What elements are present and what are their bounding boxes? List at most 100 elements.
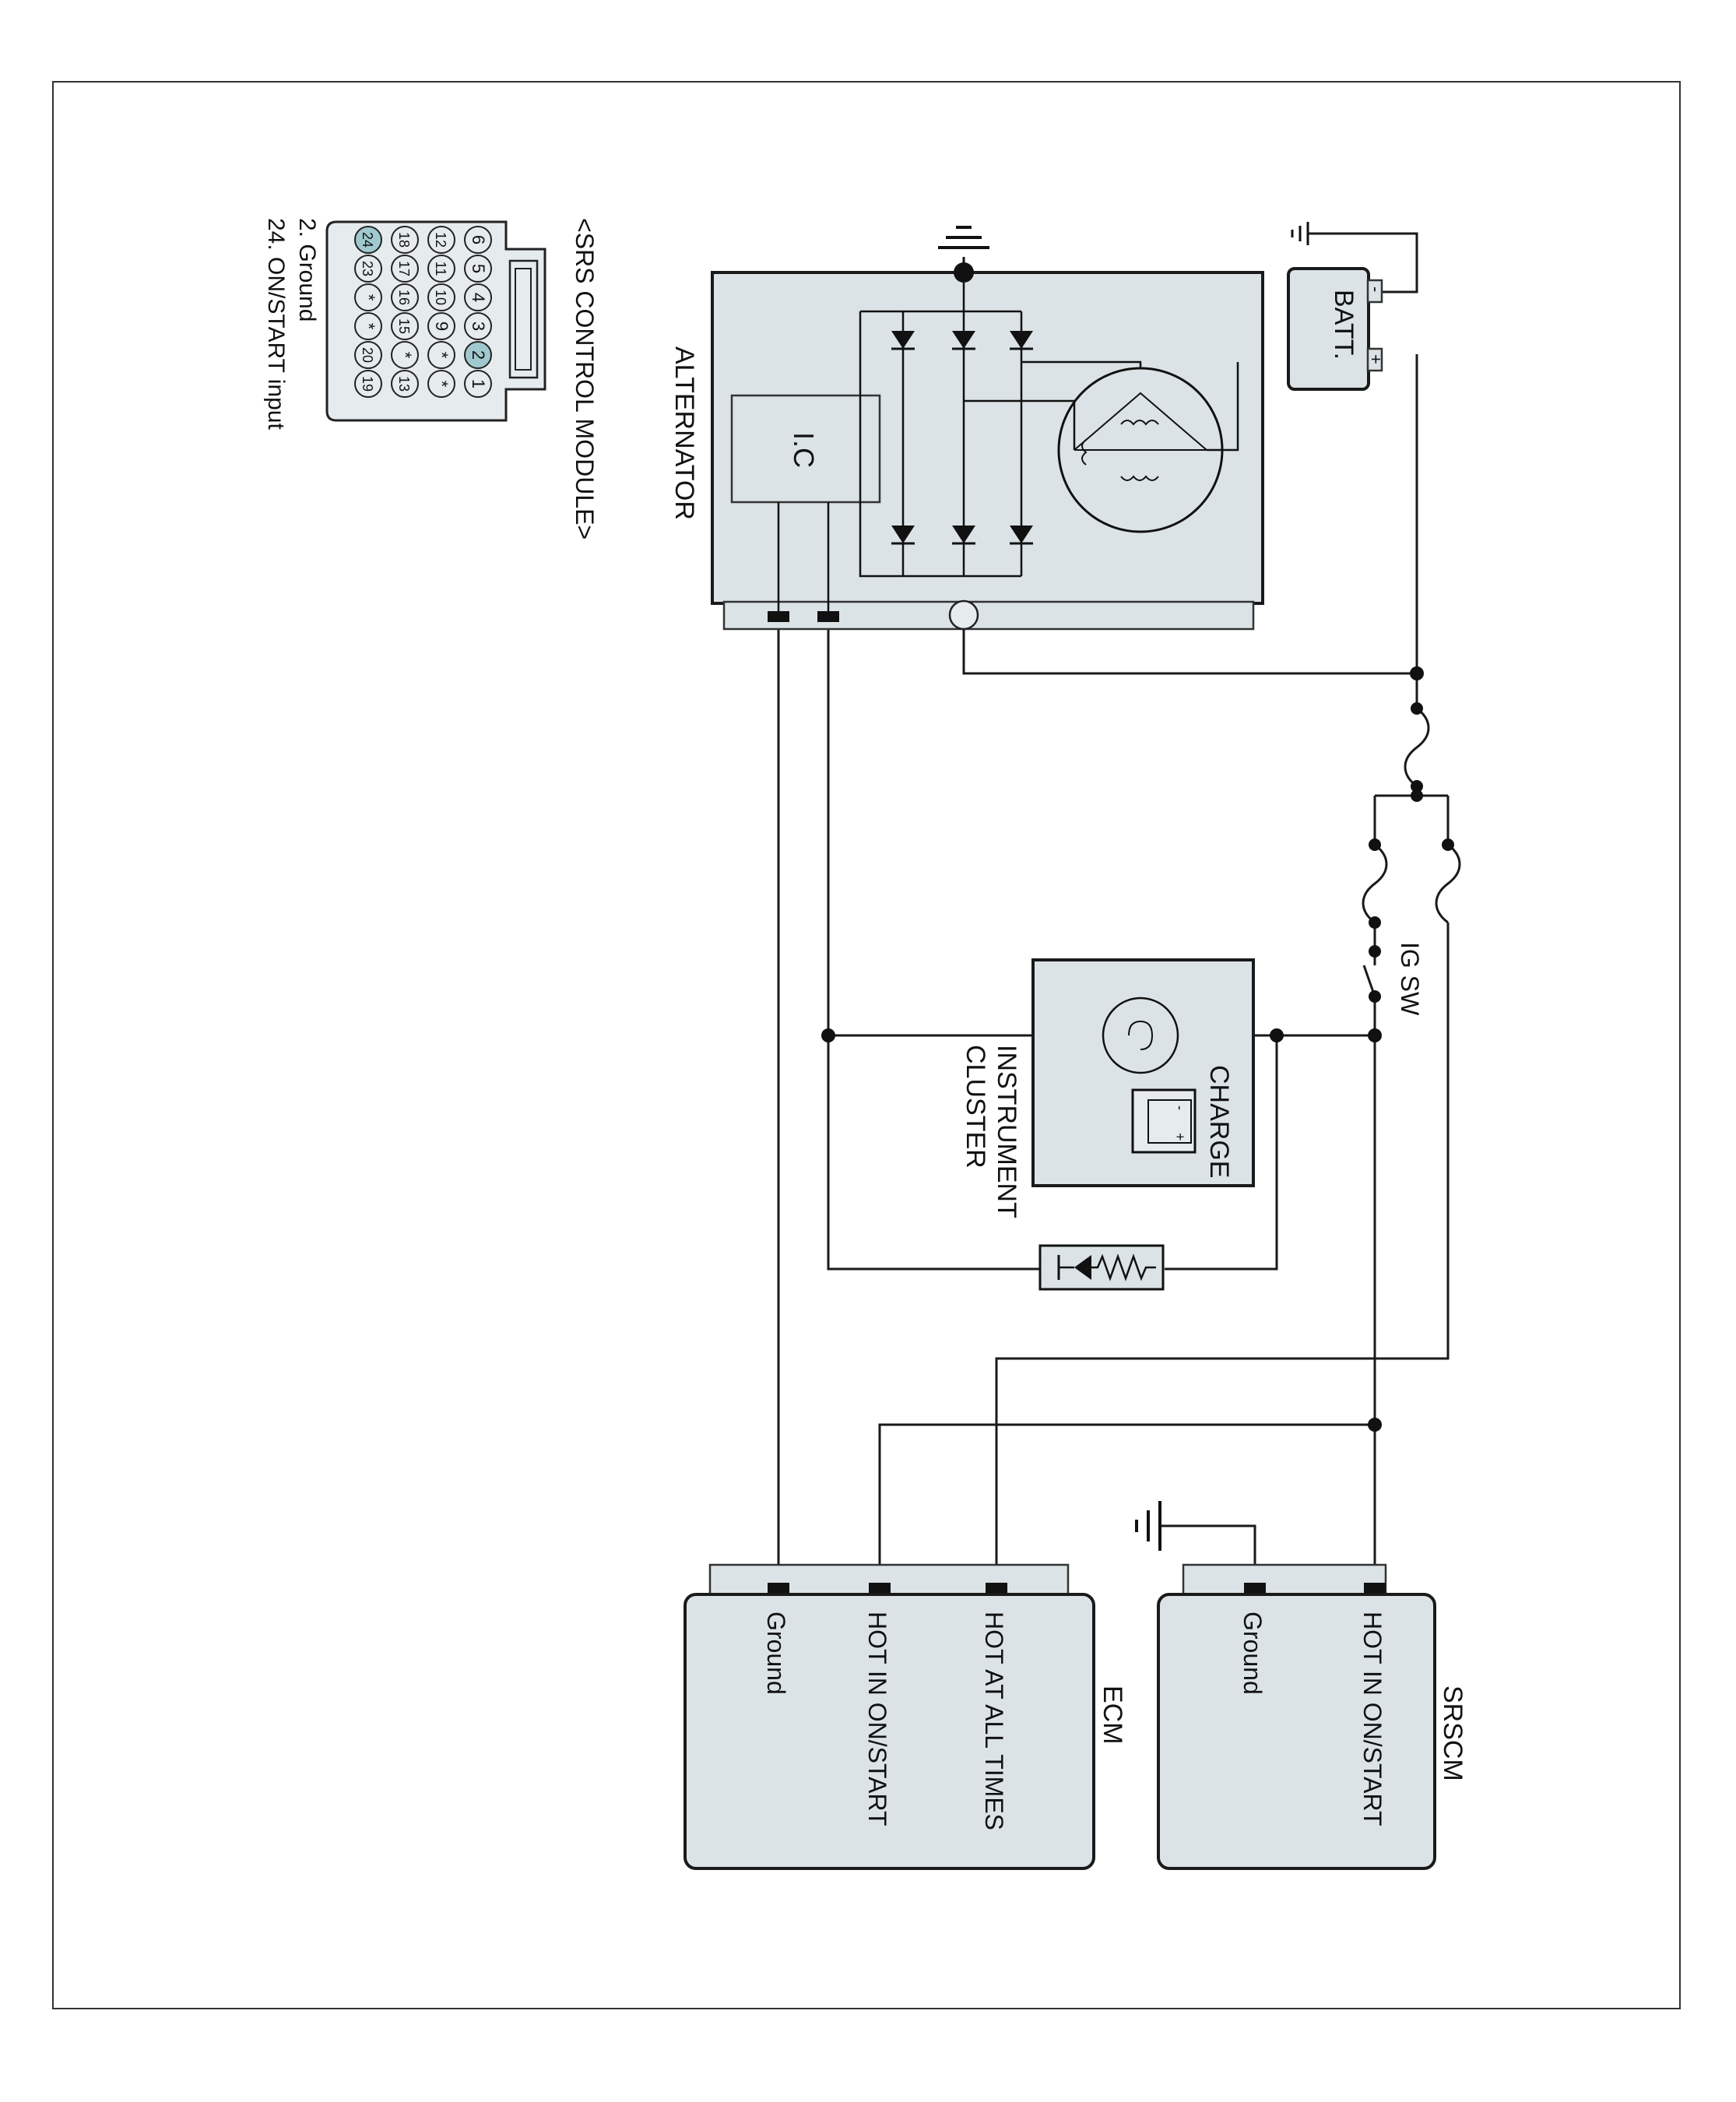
connector-pin — [354, 370, 382, 398]
connector-pin-label: 23 — [360, 261, 375, 276]
connector-pin-label: 10 — [433, 290, 448, 305]
junction-l — [821, 1028, 835, 1042]
battery-pos-post — [1366, 347, 1383, 372]
connector-pin-label: 19 — [360, 376, 375, 392]
battery-body — [1287, 267, 1370, 391]
srscm-terminal-hot — [1364, 1583, 1386, 1595]
alternator-ground-symbol — [938, 226, 989, 249]
connector-pin-label: 13 — [396, 376, 412, 392]
alternator-l-terminal — [817, 611, 839, 622]
ig-switch-label: IG SW — [1396, 942, 1424, 1016]
switch-contact — [1369, 990, 1381, 1003]
alternator-s-terminal — [768, 611, 789, 622]
connector-pin-label: * — [395, 352, 415, 359]
connector-pin-label: 18 — [396, 232, 412, 248]
ecm-pin-hot-on-label: HOT IN ON/START — [863, 1612, 891, 1826]
battery-neg-post — [1366, 279, 1383, 304]
connector-pin — [464, 341, 492, 369]
alternator-label: ALTERNATOR — [669, 346, 699, 520]
instrument-cluster: - + CHARGE INSTRUMENT CLUSTER — [961, 958, 1255, 1218]
connector-pin-label: 15 — [396, 318, 412, 334]
connector-pin — [391, 226, 419, 254]
junction-ig-split — [1368, 1418, 1382, 1432]
fuse-end — [1411, 702, 1423, 715]
connector-pin-label: 12 — [433, 232, 448, 248]
battery: - + BATT. — [1287, 222, 1386, 391]
connector-pin-label: 2 — [469, 350, 488, 360]
connector-pin — [427, 370, 455, 398]
ecm-body — [684, 1593, 1095, 1870]
fuse-end — [1369, 838, 1381, 851]
connector-pin-label: 4 — [469, 293, 488, 302]
ecm-terminal-hot-on — [869, 1583, 891, 1595]
srscm-connector-strip — [1182, 1563, 1387, 1596]
connector-pin — [427, 226, 455, 254]
junction-cluster — [1270, 1028, 1284, 1042]
ecm-terminal-hot-all — [986, 1583, 1007, 1595]
resistor-diode — [1038, 1244, 1165, 1291]
connector-pin — [427, 341, 455, 369]
srscm-terminal-ground — [1244, 1583, 1266, 1595]
ecm-pin-ground-label: Ground — [762, 1612, 790, 1695]
connector-pin — [354, 226, 382, 254]
connector-pin — [464, 226, 492, 254]
cluster-label-line1: INSTRUMENT — [992, 1045, 1021, 1218]
charge-label: CHARGE — [1204, 1065, 1234, 1178]
connector-pin-label: * — [432, 381, 452, 388]
switch-contact — [1369, 945, 1381, 958]
connector-pin — [354, 283, 382, 311]
connector-pin — [464, 283, 492, 311]
fuse-end — [1369, 916, 1381, 929]
srscm-pin-hot-label: HOT IN ON/START — [1358, 1612, 1386, 1826]
connector-pin-label: 1 — [469, 379, 488, 388]
connector-pin — [464, 312, 492, 340]
ic-block — [730, 394, 881, 504]
srscm-pin-ground-label: Ground — [1239, 1612, 1267, 1695]
connector-pin-label: 16 — [396, 290, 412, 305]
fuse-end — [1411, 780, 1423, 793]
connector-pin-label: 17 — [396, 261, 412, 276]
connector-pin — [464, 255, 492, 283]
cluster-label-line2: CLUSTER — [961, 1045, 990, 1169]
junctions — [821, 666, 1454, 1432]
connector-pin — [391, 341, 419, 369]
srs-connector-title: <SRS CONTROL MODULE> — [571, 218, 599, 540]
connector-pin-label: 6 — [469, 235, 488, 244]
connector-pin-label: 9 — [432, 322, 452, 331]
ecm-module: Ground HOT IN ON/START HOT AT ALL TIMES … — [684, 1563, 1127, 1870]
svg-text:-: - — [1172, 1105, 1188, 1110]
ecm-label: ECM — [1098, 1685, 1127, 1745]
battery-label: BATT. — [1329, 290, 1358, 360]
fuse-split — [1411, 789, 1423, 802]
stator-winding — [964, 360, 1239, 533]
connector-pin — [427, 283, 455, 311]
fuse-end — [1442, 838, 1454, 851]
connector-pin-label: 24 — [360, 232, 375, 248]
connector-pin-label: 11 — [433, 262, 448, 276]
diode-bridge — [891, 331, 1033, 545]
svg-text:+: + — [1172, 1133, 1188, 1141]
connector-pin — [464, 370, 492, 398]
ecm-terminal-ground — [768, 1583, 789, 1595]
page-frame — [52, 81, 1681, 2009]
srs-connector: <SRS CONTROL MODULE> 6543211211109**1817… — [263, 218, 599, 540]
alternator-connector-strip — [722, 600, 1255, 631]
connector-pin — [427, 312, 455, 340]
connector-pin — [391, 370, 419, 398]
srscm-body — [1157, 1593, 1436, 1870]
srscm-label: SRSCM — [1438, 1685, 1467, 1781]
connector-pin — [427, 255, 455, 283]
connector-pin — [391, 255, 419, 283]
alternator: I.C — [669, 226, 1264, 631]
connector-pin — [391, 312, 419, 340]
alternator-b-terminal — [948, 599, 979, 631]
connector-pin — [354, 255, 382, 283]
connector-pin-label: 5 — [469, 264, 488, 273]
charge-lamp-icon — [1102, 997, 1179, 1074]
connector-pin-label: 20 — [360, 347, 375, 363]
connector-pin-label: * — [359, 294, 378, 301]
connector-pin-label: * — [359, 323, 378, 330]
pin-note-on-start: 24. ON/START input — [263, 218, 289, 430]
connector-pin — [354, 341, 382, 369]
